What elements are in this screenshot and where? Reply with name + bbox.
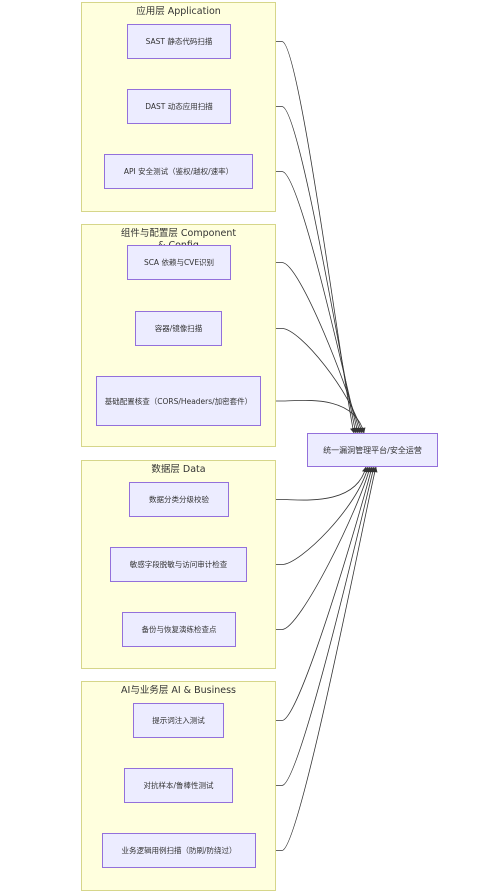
- layer-title: 数据层 Data: [151, 464, 206, 475]
- edge-to-platform: [261, 399, 366, 434]
- edge-to-platform: [233, 466, 376, 786]
- layer-title: 应用层 Application: [136, 6, 221, 17]
- node-adversarial-robustness[interactable]: 对抗样本/鲁棒性测试: [124, 768, 233, 803]
- layer-title: AI与业务层 AI & Business: [121, 685, 236, 696]
- node-sca[interactable]: SCA 依赖与CVE识别: [127, 245, 231, 280]
- edge-to-platform: [231, 41, 356, 434]
- node-prompt-injection[interactable]: 提示词注入测试: [133, 703, 224, 738]
- node-backup-recovery[interactable]: 备份与恢复演练检查点: [122, 612, 236, 647]
- node-vuln-management-platform[interactable]: 统一漏洞管理平台/安全运营: [307, 433, 438, 467]
- node-sast[interactable]: SAST 静态代码扫描: [127, 24, 231, 59]
- node-business-logic[interactable]: 业务逻辑用例扫描（防刷/防绕过）: [102, 833, 256, 868]
- edge-to-platform: [229, 466, 368, 501]
- node-dast[interactable]: DAST 动态应用扫描: [127, 89, 231, 124]
- edge-to-platform: [247, 466, 370, 565]
- node-container-scan[interactable]: 容器/镜像扫描: [135, 311, 222, 346]
- node-sensitive-field-audit[interactable]: 敏感字段脱敏与访问审计检查: [110, 547, 247, 582]
- edge-to-platform: [224, 466, 374, 721]
- node-data-classification[interactable]: 数据分类分级校验: [129, 482, 229, 517]
- edge-to-platform: [256, 466, 378, 851]
- edge-to-platform: [236, 466, 372, 630]
- node-api-security[interactable]: API 安全测试（鉴权/越权/速率）: [104, 154, 253, 189]
- node-config-check[interactable]: 基础配置核查（CORS/Headers/加密套件）: [96, 376, 261, 426]
- edge-to-platform: [231, 262, 362, 434]
